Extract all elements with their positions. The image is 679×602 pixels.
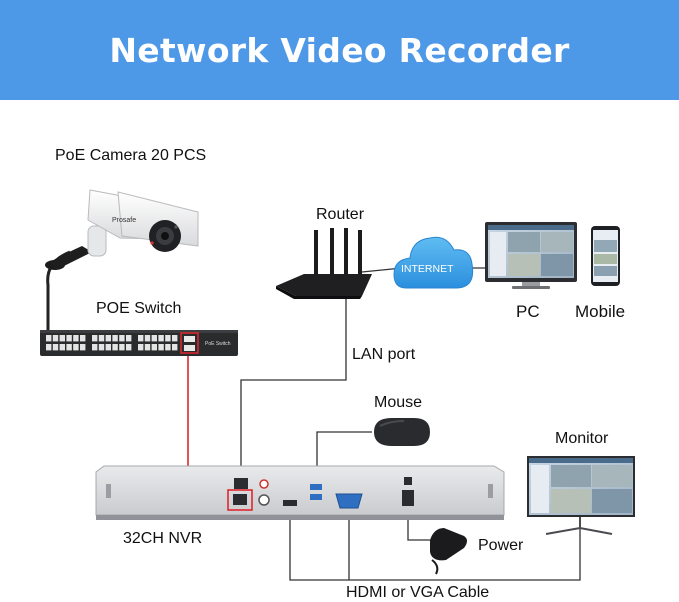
- mouse-cable: [316, 431, 372, 482]
- switch-port: [73, 344, 79, 351]
- lan-port-label: LAN port: [352, 346, 416, 363]
- mobile-label: Mobile: [575, 302, 626, 321]
- hdmi-vga-label: HDMI or VGA Cable: [346, 584, 490, 601]
- switch-port: [66, 335, 72, 342]
- camera-icon: Prosafe: [45, 189, 199, 270]
- cloud-icon: INTERNET: [393, 236, 474, 289]
- switch-port: [138, 344, 144, 351]
- switch-port: [172, 335, 178, 342]
- switch-port: [52, 335, 59, 342]
- switch-port: [80, 344, 86, 351]
- switch-port: [151, 344, 157, 351]
- switch-port: [59, 344, 65, 351]
- switch-port: [165, 335, 171, 342]
- monitor-label: Monitor: [555, 430, 609, 447]
- switch-port: [158, 335, 164, 342]
- mouse-label: Mouse: [374, 394, 423, 411]
- switch-port: [80, 335, 86, 342]
- switch-port: [144, 335, 151, 342]
- power-label: Power: [478, 537, 524, 554]
- switch-port: [46, 344, 52, 351]
- switch-port: [158, 344, 164, 351]
- router-label: Router: [316, 206, 365, 223]
- switch-port: [172, 344, 178, 351]
- switch-port: [73, 335, 79, 342]
- switch-port: [119, 335, 125, 342]
- nvr-icon: [95, 465, 505, 520]
- internet-label: INTERNET: [401, 263, 454, 275]
- switch-port: [112, 344, 118, 351]
- switch-port: [126, 344, 132, 351]
- switch-ports: [46, 335, 178, 351]
- switch-port: [126, 335, 132, 342]
- power-adapter-icon: [430, 528, 467, 575]
- switch-port: [59, 335, 65, 342]
- lan-cable: [240, 295, 347, 478]
- mobile-icon: [591, 226, 620, 286]
- switch-port: [138, 335, 144, 342]
- switch-port: [52, 344, 59, 351]
- video-cable: [289, 505, 581, 581]
- switch-port: [92, 335, 98, 342]
- pc-label: PC: [516, 302, 540, 321]
- switch-port: [119, 344, 125, 351]
- switch-port: [105, 335, 111, 342]
- switch-uplink-ports: PoE Switch: [180, 332, 231, 354]
- poe-camera-label: PoE Camera 20 PCS: [55, 147, 207, 164]
- monitor-icon: [527, 456, 635, 535]
- switch-port: [66, 344, 72, 351]
- switch-port: [46, 335, 52, 342]
- camera-brand: Prosafe: [112, 217, 136, 224]
- mouse-icon: [374, 418, 430, 446]
- router-icon: [276, 228, 372, 299]
- switch-port: [105, 344, 111, 351]
- nvr-label: 32CH NVR: [123, 530, 203, 547]
- switch-brand: PoE Switch: [205, 341, 231, 347]
- switch-port: [151, 335, 157, 342]
- switch-port: [98, 335, 105, 342]
- header-banner: Network Video Recorder: [0, 0, 679, 100]
- switch-port: [92, 344, 98, 351]
- pc-icon: [485, 222, 577, 289]
- switch-port: [165, 344, 171, 351]
- switch-port: [112, 335, 118, 342]
- switch-port: [98, 344, 105, 351]
- page-title: Network Video Recorder: [109, 30, 570, 70]
- poe-switch-label: POE Switch: [96, 300, 182, 317]
- switch-port: [144, 344, 151, 351]
